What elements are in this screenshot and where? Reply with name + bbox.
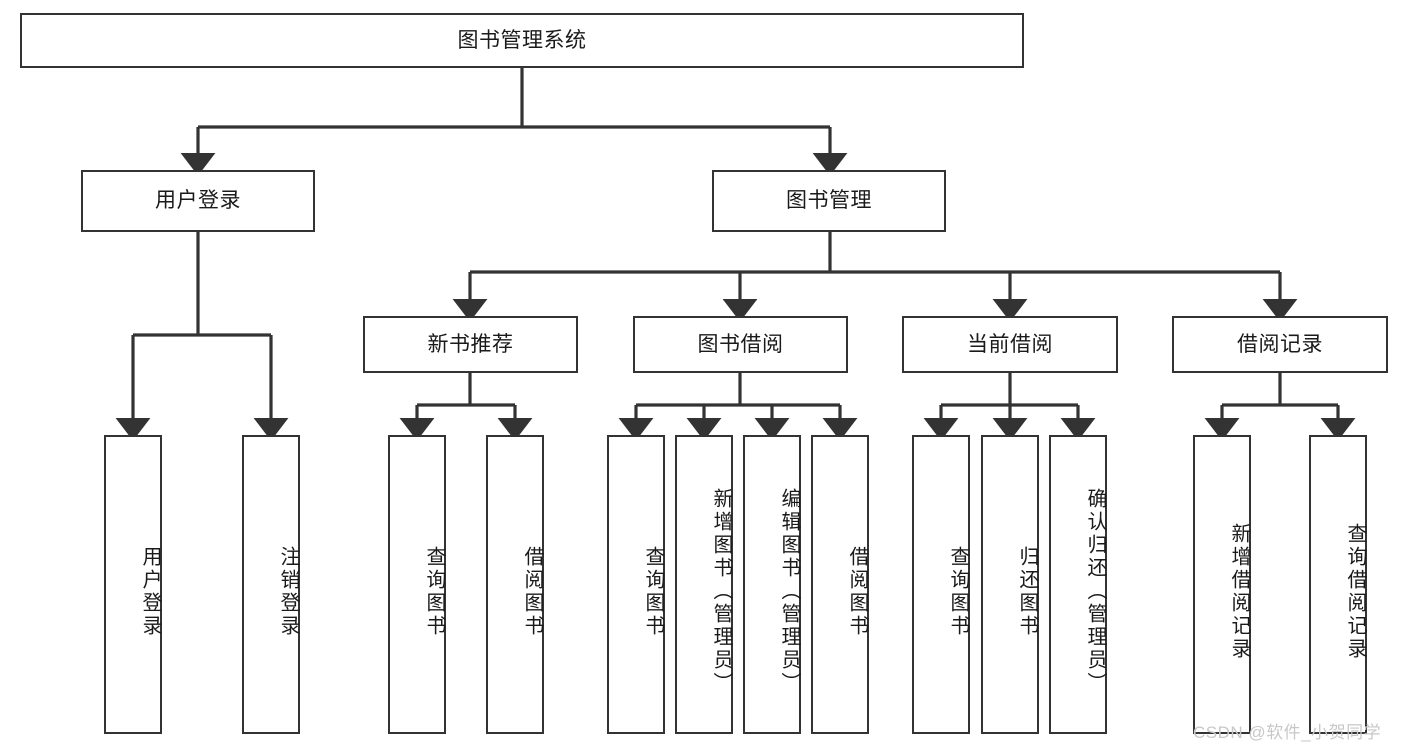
- leaf-label: 查询图书: [642, 545, 664, 638]
- leaf-label: 新增图书（管理员）: [710, 488, 732, 695]
- node-new-book-recommend[interactable]: 新书推荐: [363, 316, 578, 373]
- leaf-book-borrow-edit-book-admin[interactable]: 编辑图书（管理员）: [743, 435, 801, 734]
- node-user-login[interactable]: 用户登录: [81, 170, 315, 232]
- leaf-current-borrow-confirm-return-admin[interactable]: 确认归还（管理员）: [1049, 435, 1107, 734]
- leaf-user-login-logout[interactable]: 注销登录: [242, 435, 300, 734]
- leaf-label: 借阅图书: [846, 545, 868, 638]
- leaf-label: 确认归还（管理员）: [1084, 488, 1106, 695]
- leaf-current-borrow-query-book[interactable]: 查询图书: [912, 435, 970, 734]
- leaf-user-login-login[interactable]: 用户登录: [104, 435, 162, 734]
- node-book-borrow[interactable]: 图书借阅: [633, 316, 848, 373]
- leaf-book-borrow-add-book-admin[interactable]: 新增图书（管理员）: [675, 435, 733, 734]
- leaf-label: 编辑图书（管理员）: [778, 488, 800, 695]
- leaf-label: 借阅图书: [521, 545, 543, 638]
- node-borrow-records[interactable]: 借阅记录: [1172, 316, 1388, 373]
- leaf-borrow-records-query-record[interactable]: 查询借阅记录: [1309, 435, 1367, 734]
- leaf-new-book-borrow-book[interactable]: 借阅图书: [486, 435, 544, 734]
- node-current-borrow[interactable]: 当前借阅: [902, 316, 1118, 373]
- leaf-current-borrow-return-book[interactable]: 归还图书: [981, 435, 1039, 734]
- csdn-watermark: CSDN @软件_小贺同学: [1193, 723, 1382, 742]
- node-root-system[interactable]: 图书管理系统: [20, 13, 1024, 68]
- leaf-book-borrow-borrow-book[interactable]: 借阅图书: [811, 435, 869, 734]
- leaf-label: 查询借阅记录: [1344, 522, 1366, 661]
- leaf-label: 查询图书: [423, 545, 445, 638]
- leaf-label: 新增借阅记录: [1228, 522, 1250, 661]
- leaf-book-borrow-query-book[interactable]: 查询图书: [607, 435, 665, 734]
- leaf-label: 归还图书: [1016, 545, 1038, 638]
- node-book-management[interactable]: 图书管理: [712, 170, 946, 232]
- leaf-label: 用户登录: [139, 545, 161, 638]
- leaf-label: 查询图书: [947, 545, 969, 638]
- leaf-new-book-query-book[interactable]: 查询图书: [388, 435, 446, 734]
- leaf-label: 注销登录: [277, 545, 299, 638]
- leaf-borrow-records-add-record[interactable]: 新增借阅记录: [1193, 435, 1251, 734]
